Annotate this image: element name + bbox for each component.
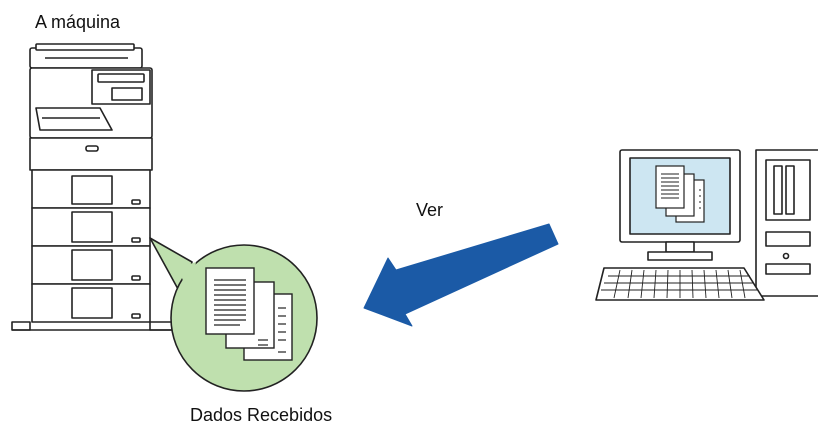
view-label: Ver (416, 200, 444, 220)
multifunction-printer-icon (11, 43, 173, 331)
machine-label: A máquina (35, 12, 121, 32)
documents-icon (205, 267, 293, 361)
arrow-icon (363, 223, 559, 327)
received-data-label: Dados Recebidos (190, 405, 333, 425)
desktop-computer-icon (595, 149, 818, 301)
documents-icon (655, 165, 705, 223)
